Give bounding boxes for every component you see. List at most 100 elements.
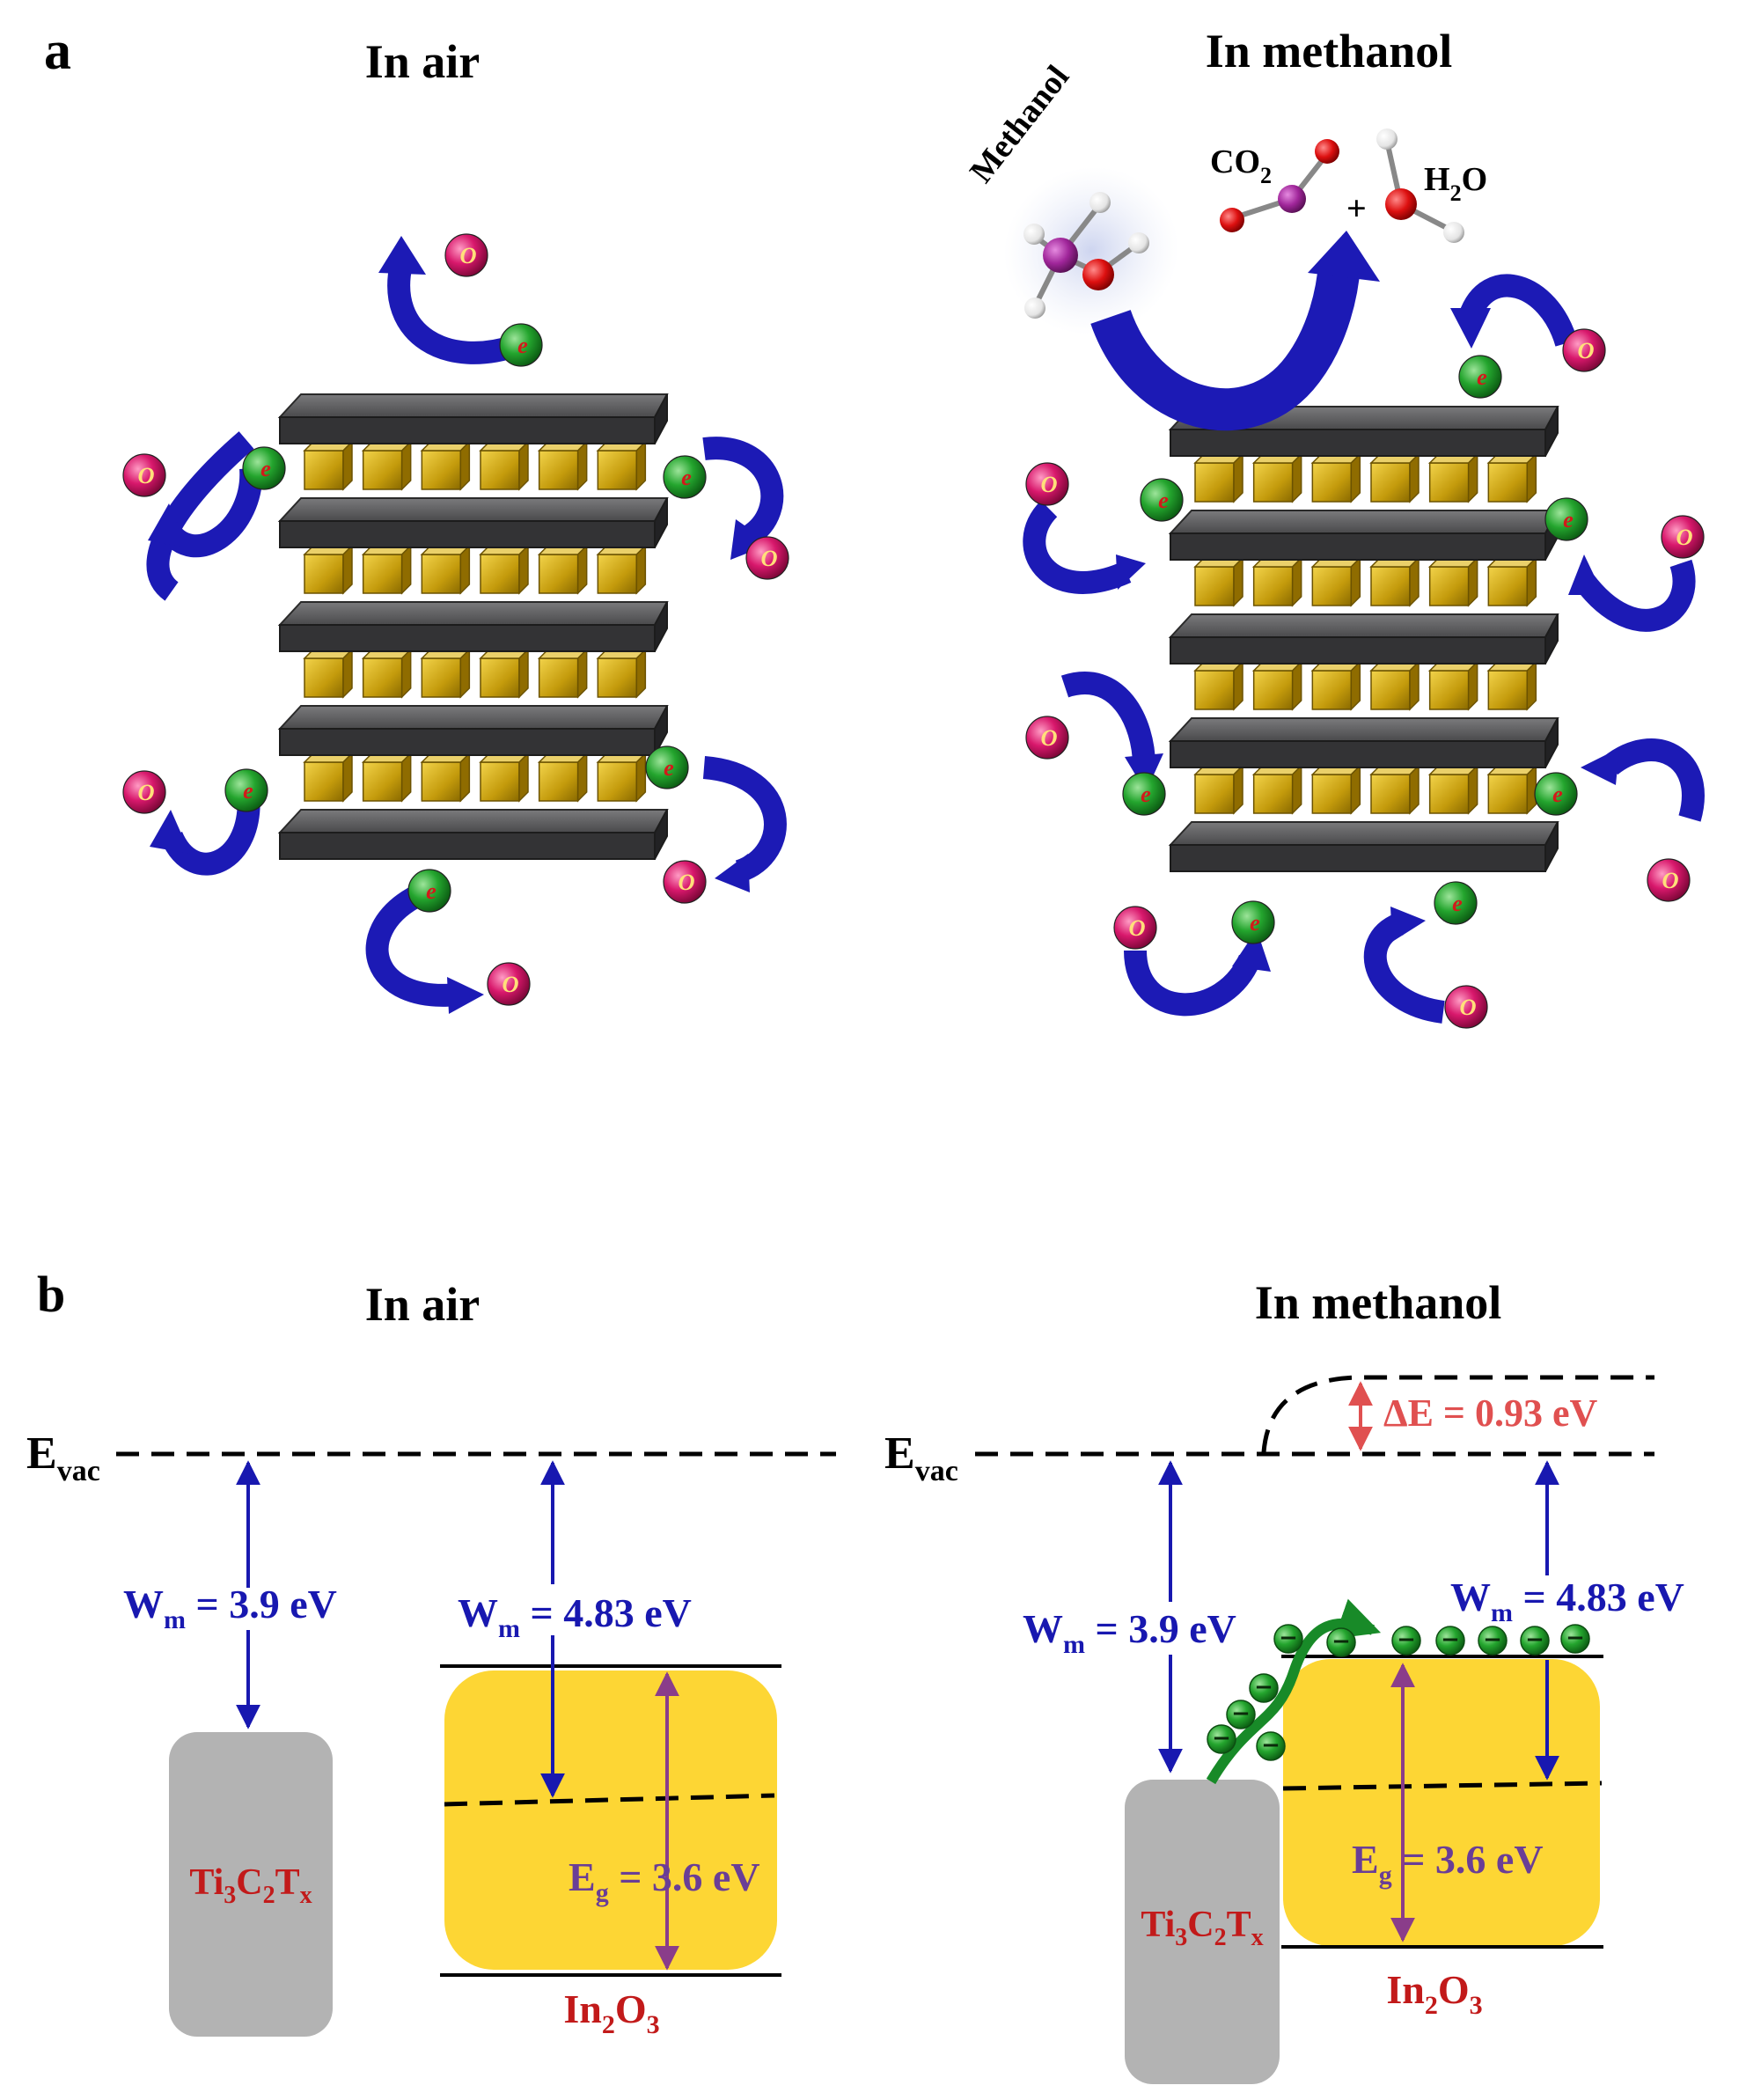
- electron-charge: −: [1560, 1624, 1590, 1654]
- svg-text:e: e: [1477, 363, 1487, 390]
- svg-text:−: −: [1483, 1626, 1502, 1653]
- electron-charge: −: [1249, 1673, 1279, 1703]
- svg-text:−: −: [1441, 1626, 1460, 1653]
- fermi-level-methanol: [1282, 1781, 1603, 1791]
- svg-text:O: O: [1577, 337, 1594, 363]
- delta-e-label: ΔE = 0.93 eV: [1383, 1391, 1598, 1435]
- svg-text:e: e: [426, 877, 436, 904]
- mxene-block-air: [169, 1732, 333, 2037]
- wm-right-label-methanol: Wm = 4.83 eV: [1450, 1575, 1684, 1627]
- electron-ball: e: [1534, 772, 1578, 816]
- svg-text:CO2: CO2: [1210, 143, 1272, 188]
- band-diagram-methanol: Evac ΔE = 0.93 eV Ti3C2Tx Wm = 3.9 eV Wm…: [884, 1375, 1684, 2084]
- band-electrons: −−−−−−−−−−−: [1207, 1624, 1590, 1761]
- eg-label-air: Eg = 3.6 eV: [569, 1854, 760, 1907]
- svg-text:−: −: [1254, 1674, 1273, 1700]
- h2o-o: O: [1462, 161, 1488, 198]
- shifted-vacuum-level: [1261, 1375, 1654, 1453]
- svg-text:O: O: [137, 779, 154, 805]
- oxygen-ball: O: [444, 233, 488, 277]
- electron-ball: e: [1434, 881, 1478, 925]
- oxygen-ball: O: [1661, 515, 1705, 559]
- plus-sign: +: [1346, 188, 1367, 228]
- svg-text:e: e: [664, 754, 674, 781]
- electron-charge: −: [1207, 1724, 1236, 1754]
- electron-ball: e: [499, 323, 543, 367]
- svg-text:e: e: [1452, 890, 1463, 916]
- svg-text:O: O: [459, 242, 476, 268]
- electron-transfer-arrow: [1206, 1598, 1382, 1785]
- electron-ball: e: [1140, 478, 1184, 522]
- electron-charge: −: [1435, 1626, 1465, 1656]
- oxygen-ball: O: [122, 453, 166, 497]
- svg-text:−: −: [1397, 1626, 1416, 1653]
- electron-ball: e: [1544, 497, 1588, 541]
- svg-text:−: −: [1332, 1628, 1351, 1655]
- electron-ball: e: [242, 446, 286, 490]
- panel-b-air-title: In air: [365, 1278, 481, 1331]
- panel-b-methanol-title: In methanol: [1255, 1276, 1502, 1329]
- oxygen-ball: O: [1562, 328, 1606, 372]
- wm-left-label-air: Wm = 3.9 eV: [123, 1582, 337, 1634]
- in2o3-block-methanol: [1283, 1659, 1600, 1946]
- svg-text:e: e: [1552, 781, 1563, 807]
- svg-text:O: O: [1040, 724, 1057, 751]
- electron-charge: −: [1478, 1626, 1508, 1656]
- svg-text:−: −: [1261, 1732, 1280, 1759]
- panel-a: a In air In methanol: [44, 21, 1705, 1029]
- panel-b-letter: b: [37, 1266, 65, 1323]
- svg-text:e: e: [1141, 781, 1151, 807]
- co2-sub: 2: [1260, 163, 1272, 188]
- in2o3-block-air: [444, 1670, 777, 1970]
- svg-text:O: O: [1676, 524, 1692, 550]
- co2-main: CO: [1210, 143, 1260, 180]
- panel-a-methanol-title: In methanol: [1206, 25, 1453, 77]
- electron-charge: −: [1391, 1626, 1421, 1656]
- svg-text:O: O: [1128, 914, 1145, 941]
- svg-text:e: e: [1158, 487, 1169, 513]
- svg-text:H2O: H2O: [1424, 161, 1487, 206]
- band-diagram-air: Evac Ti3C2Tx Wm = 3.9 eV Wm = 4.83 eV Eg…: [26, 1428, 836, 2039]
- panel-a-letter: a: [44, 21, 71, 81]
- co2-molecule: CO2: [1210, 139, 1339, 232]
- svg-text:e: e: [517, 332, 528, 358]
- svg-text:O: O: [1662, 867, 1678, 893]
- h2o-sub: 2: [1450, 180, 1462, 206]
- oxygen-ball: O: [487, 962, 531, 1006]
- svg-text:e: e: [681, 464, 692, 490]
- electron-ball: e: [663, 455, 707, 499]
- oxygen-ball: O: [663, 860, 707, 904]
- air-adsorption-arrows: [146, 236, 787, 1014]
- wm-left-label-methanol: Wm = 3.9 eV: [1023, 1606, 1236, 1659]
- methanol-reaction-arrow: [1090, 262, 1361, 431]
- svg-text:−: −: [1212, 1725, 1231, 1751]
- svg-text:−: −: [1231, 1700, 1251, 1727]
- in2o3-label-methanol: In2O3: [1386, 1967, 1482, 2020]
- eg-label-methanol: Eg = 3.6 eV: [1352, 1837, 1544, 1890]
- electron-ball: e: [1231, 900, 1275, 944]
- electron-charge: −: [1520, 1626, 1550, 1656]
- svg-text:−: −: [1279, 1625, 1298, 1651]
- svg-text:e: e: [1563, 506, 1574, 532]
- electron-charge: −: [1273, 1624, 1303, 1654]
- oxygen-ball: O: [1113, 906, 1157, 950]
- svg-text:e: e: [260, 455, 271, 481]
- wm-right-label-air: Wm = 4.83 eV: [458, 1590, 692, 1643]
- electron-ball: e: [407, 869, 451, 913]
- electron-charge: −: [1226, 1700, 1256, 1729]
- oxygen-ball: O: [1025, 462, 1069, 506]
- oxygen-ball: O: [1647, 858, 1691, 902]
- electron-charge: −: [1256, 1731, 1286, 1761]
- svg-text:O: O: [1040, 471, 1057, 497]
- fermi-level-air: [444, 1793, 775, 1807]
- electron-charge: −: [1326, 1627, 1356, 1657]
- oxygen-ball: O: [1444, 985, 1488, 1029]
- svg-text:−: −: [1525, 1626, 1544, 1653]
- svg-text:e: e: [243, 777, 253, 804]
- svg-text:O: O: [760, 545, 777, 571]
- svg-text:O: O: [137, 462, 154, 488]
- svg-text:O: O: [502, 971, 518, 997]
- evac-label-methanol: Evac: [884, 1428, 958, 1487]
